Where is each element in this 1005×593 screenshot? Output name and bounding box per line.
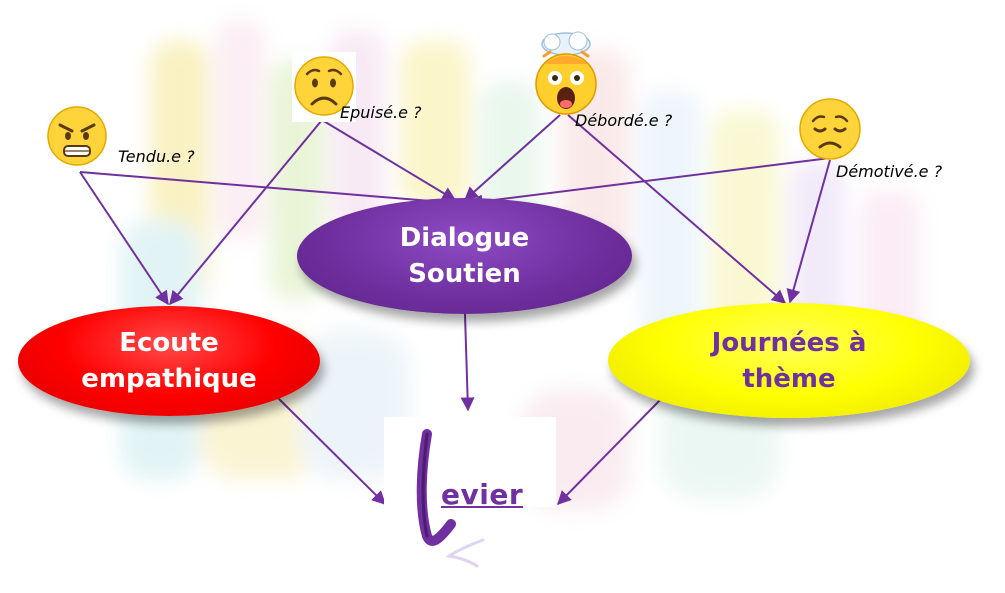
levier-word: evier	[441, 478, 524, 511]
exploding-head-face-icon	[535, 31, 597, 115]
emotion-label-demotive: Démotivé.e ?	[836, 162, 943, 181]
emotion-label-epuise: Epuisé.e ?	[340, 103, 422, 122]
node-ecoute-line-1: Ecoute	[119, 328, 219, 358]
angry-face-icon	[44, 103, 110, 169]
emotion-label-deborde: Débordé.e ?	[575, 111, 673, 130]
emotion-label-tendu: Tendu.e ?	[118, 147, 195, 166]
worried-face-icon	[292, 52, 356, 122]
node-journees-a-theme: Journées à thème	[608, 303, 970, 418]
node-dialogue-line-1: Dialogue	[399, 223, 530, 253]
levier-panel	[384, 417, 556, 507]
node-dialogue-line-2: Soutien	[408, 259, 521, 289]
node-ecoute-empathique: Ecoute empathique	[18, 306, 320, 416]
disappointed-face-icon	[799, 98, 861, 160]
node-journees-line-1: Journées à	[711, 327, 867, 358]
node-journees-line-2: thème	[742, 363, 836, 394]
node-ecoute-line-2: empathique	[81, 364, 257, 394]
levier-logo-l-icon	[416, 429, 485, 568]
node-dialogue-soutien: Dialogue Soutien	[297, 198, 632, 314]
